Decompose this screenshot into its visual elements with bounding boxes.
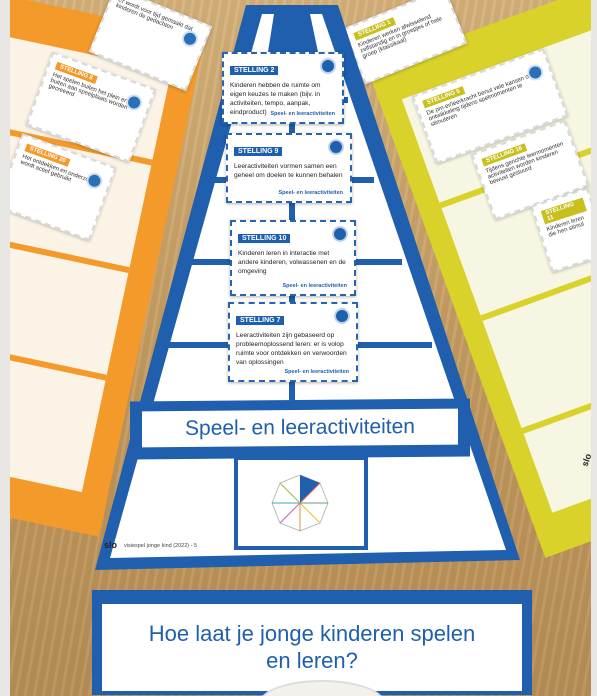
card-text: Leeractiviteiten zijn gebaseerd op probl…: [236, 332, 347, 366]
category-label-inner: Speel- en leeractiviteiten: [142, 408, 458, 448]
question-line-2: en leren?: [266, 647, 358, 673]
card-footer: Speel- en leeractiviteiten: [284, 369, 350, 375]
right-edge: [591, 0, 597, 696]
footer-note: visiespel jonge kind (2022) - 5: [124, 543, 198, 549]
card-heading: STELLING 10: [238, 234, 291, 243]
card-text: Kinderen hebben de ruimte om eigen keuze…: [230, 82, 321, 116]
logo-icon: [328, 139, 344, 155]
card-text: Leeractiviteiten vormen samen een geheel…: [234, 163, 343, 179]
statement-card-7: STELLING 7 Leeractiviteiten zijn gebasee…: [228, 302, 358, 382]
question-band: Hoe laat je jonge kinderen spelen en ler…: [92, 590, 532, 695]
statement-card-2: STELLING 2 Kinderen hebben de ruimte om …: [222, 52, 344, 124]
question-inner: Hoe laat je jonge kinderen spelen en ler…: [102, 604, 522, 691]
question-line-1: Hoe laat je jonge kinderen spelen: [148, 621, 476, 647]
card-heading: STELLING 9: [234, 147, 283, 156]
card-footer: Speel- en leeractiviteiten: [278, 190, 344, 196]
card-footer: Speel- en leeractiviteiten: [270, 111, 336, 117]
pyramid-top-block: [268, 14, 318, 52]
category-label: Speel- en leeractiviteiten: [185, 414, 415, 441]
logo-icon: [334, 308, 350, 324]
logo-icon: [332, 226, 348, 242]
wheel-icon: [271, 474, 329, 532]
card-heading: STELLING 2: [230, 66, 279, 75]
statement-card-9: STELLING 9 Leeractiviteiten vormen samen…: [226, 133, 352, 203]
statement-card-10: STELLING 10 Kinderen leren in interactie…: [230, 220, 356, 296]
category-label-band: Speel- en leeractiviteiten: [130, 398, 470, 460]
card-heading: STELLING 7: [236, 316, 285, 325]
left-edge: [0, 0, 10, 696]
card-footer: Speel- en leeractiviteiten: [282, 283, 348, 289]
slo-logo: slo: [104, 540, 118, 550]
question-text: Hoe laat je jonge kinderen spelen en ler…: [149, 621, 476, 674]
logo-icon: [320, 58, 336, 74]
card-text: Kinderen leren in interactie met andere …: [238, 250, 346, 275]
